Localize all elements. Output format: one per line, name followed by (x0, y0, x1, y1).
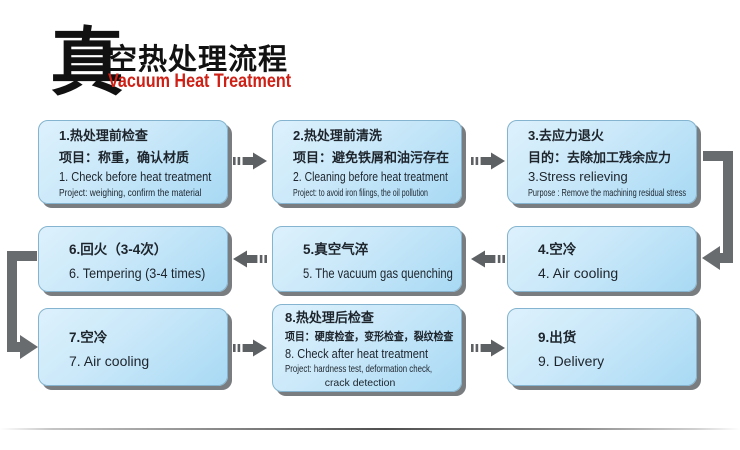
flow-step-5: 5.真空气淬 5. The vacuum gas quenching (272, 226, 462, 292)
flow-step-1: 1.热处理前检查 项目：称重，确认材质 1. Check before heat… (38, 120, 228, 204)
page-title: 空热处理流程 (108, 44, 289, 76)
flow-step-2: 2.热处理前清洗 项目：避免铁屑和油污存在 2. Cleaning before… (272, 120, 462, 204)
flow-arrow-right-icon (471, 152, 505, 170)
step5-title-cn: 5.真空气淬 (303, 241, 369, 257)
connector-down-left-icon (700, 146, 738, 277)
flow-arrow-right-icon (471, 339, 505, 357)
step2-title-en: 2. Cleaning before heat treatment (293, 169, 448, 184)
bottom-divider (0, 428, 740, 430)
step2-detail-cn: 项目：避免铁屑和油污存在 (293, 150, 450, 165)
step7-title-en: 7. Air cooling (69, 352, 150, 369)
step8-title-cn: 8.热处理后检查 (285, 310, 374, 325)
flow-step-4: 4.空冷 4. Air cooling (507, 226, 697, 292)
step4-title-cn: 4.空冷 (538, 241, 577, 257)
step8-detail-cn: 项目：硬度检查，变形检查，裂纹检查 (285, 331, 454, 343)
flow-step-8: 8.热处理后检查 项目：硬度检查，变形检查，裂纹检查 8. Check afte… (272, 304, 462, 392)
step1-detail-cn: 项目：称重，确认材质 (59, 150, 190, 165)
step1-title-en: 1. Check before heat treatment (59, 169, 212, 184)
flow-arrow-left-icon (471, 250, 505, 268)
flow-step-3: 3.去应力退火 目的：去除加工残余应力 3.Stress relieving P… (507, 120, 697, 204)
step3-title-cn: 3.去应力退火 (528, 128, 604, 143)
step6-title-cn: 6.回火（3-4次） (69, 241, 168, 257)
step8-detail-en: Project: hardness test, deformation chec… (285, 363, 433, 375)
flow-step-9: 9.出货 9. Delivery (507, 308, 697, 386)
step9-title-cn: 9.出货 (538, 329, 577, 345)
step3-title-en: 3.Stress relieving (528, 169, 628, 184)
flow-step-7: 7.空冷 7. Air cooling (38, 308, 228, 386)
brand-big-character: 真 (50, 21, 124, 104)
flow-step-6: 6.回火（3-4次） 6. Tempering (3-4 times) (38, 226, 228, 292)
step5-title-en: 5. The vacuum gas quenching (303, 264, 453, 281)
connector-down-right-icon (2, 248, 40, 371)
step4-title-en: 4. Air cooling (538, 264, 619, 281)
step2-title-cn: 2.热处理前清洗 (293, 128, 382, 143)
step3-detail-cn: 目的：去除加工残余应力 (528, 150, 672, 165)
step6-title-en: 6. Tempering (3-4 times) (69, 264, 206, 281)
step3-detail-en: Purpose : Remove the machining residual … (528, 187, 687, 199)
step9-title-en: 9. Delivery (538, 352, 605, 369)
step8-detail-en-line2: crack detection (324, 377, 396, 389)
step2-detail-en: Project: to avoid iron filings, the oil … (293, 187, 428, 199)
flow-arrow-right-icon (233, 152, 267, 170)
step7-title-cn: 7.空冷 (69, 329, 108, 345)
flow-arrow-left-icon (233, 250, 267, 268)
page-subtitle: Vacuum Heat Treatment (108, 71, 292, 92)
step1-title-cn: 1.热处理前检查 (59, 128, 148, 143)
step8-title-en: 8. Check after heat treatment (285, 346, 429, 361)
flow-arrow-right-icon (233, 339, 267, 357)
step1-detail-en: Project: weighing, confirm the material (59, 187, 202, 199)
